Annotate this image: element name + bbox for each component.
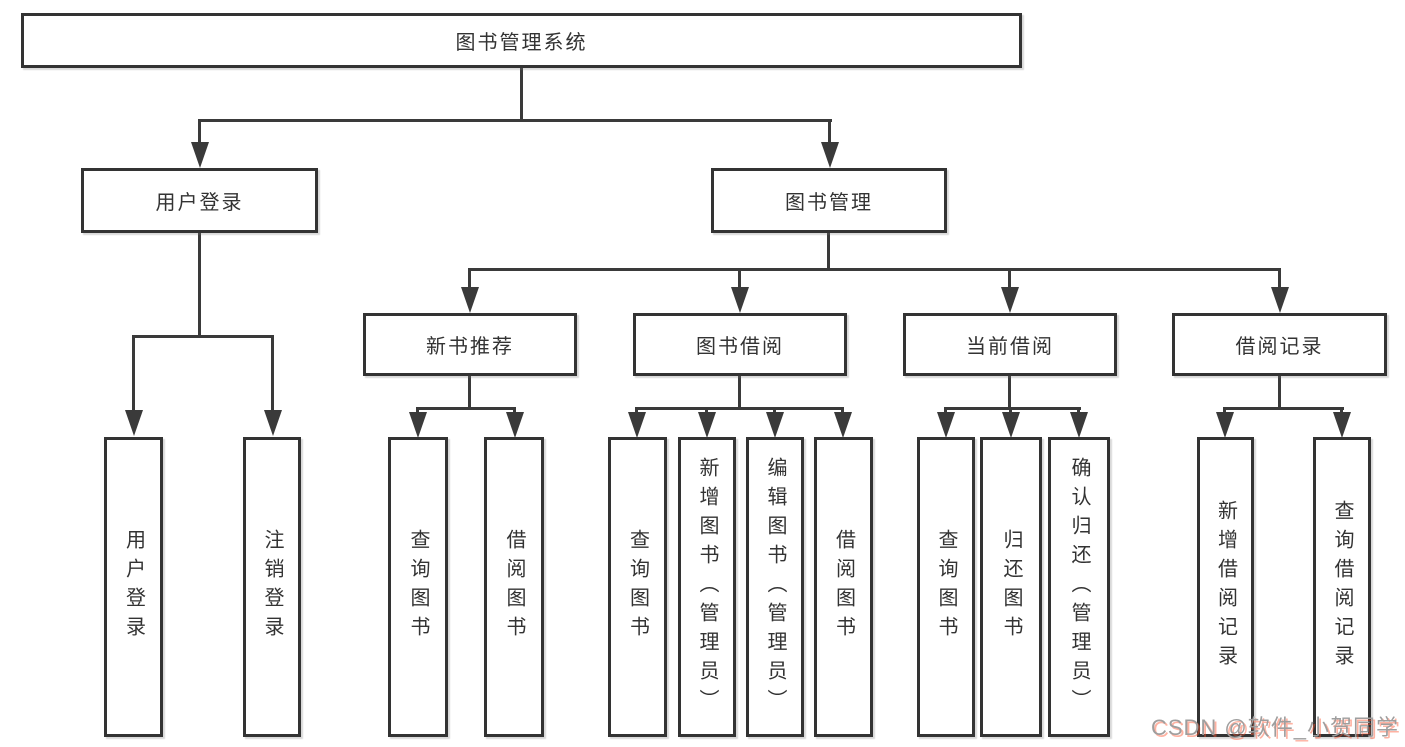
arrow-to-leaf-query-record [1332, 407, 1351, 438]
connector-borrow-records-stem [1278, 376, 1281, 409]
leaf-query-borrow-record-label: 查询借阅记录 [1331, 500, 1353, 674]
leaf-logout: 注销登录 [243, 437, 301, 737]
leaf-add-books-admin-label: 新增图书（管理员） [696, 456, 718, 718]
leaf-borrow-books-recommend-label: 借阅图书 [503, 529, 525, 645]
leaf-query-books-recommend: 查询图书 [388, 437, 448, 737]
leaf-query-borrow-record: 查询借阅记录 [1313, 437, 1371, 737]
leaf-query-books-recommend-label: 查询图书 [407, 529, 429, 645]
leaf-borrow-books-recommend: 借阅图书 [484, 437, 544, 737]
arrow-to-leaf-logout [263, 335, 282, 436]
leaf-add-borrow-record-label: 新增借阅记录 [1214, 500, 1237, 674]
node-book-management: 图书管理 [711, 168, 947, 233]
arrow-to-leaf-add-books [697, 407, 716, 438]
node-library-system: 图书管理系统 [21, 13, 1022, 68]
arrow-to-leaf-borrow-books-2 [833, 407, 852, 438]
leaf-edit-books-admin-label: 编辑图书（管理员） [764, 456, 786, 718]
leaf-borrow-books-borrowing: 借阅图书 [814, 437, 873, 737]
connector-user-login-stem [198, 233, 201, 337]
leaf-logout-label: 注销登录 [261, 529, 283, 645]
arrow-to-leaf-user-login [124, 335, 143, 436]
leaf-confirm-return-admin-label: 确认归还（管理员） [1068, 456, 1090, 718]
leaf-edit-books-admin: 编辑图书（管理员） [746, 437, 804, 737]
leaf-return-books: 归还图书 [980, 437, 1042, 737]
leaf-query-books-current: 查询图书 [917, 437, 975, 737]
arrow-to-borrow-records [1270, 268, 1289, 313]
arrow-to-leaf-query-books-3 [936, 407, 955, 438]
leaf-add-borrow-record: 新增借阅记录 [1197, 437, 1254, 737]
arrow-to-leaf-confirm-return [1069, 407, 1088, 438]
leaf-user-login: 用户登录 [104, 437, 163, 737]
connector-new-book-recommend-bar [416, 407, 516, 410]
connector-user-login-bar [132, 335, 274, 338]
leaf-add-books-admin: 新增图书（管理员） [678, 437, 736, 737]
node-borrow-records: 借阅记录 [1172, 313, 1387, 376]
arrow-to-leaf-return-books [1001, 407, 1020, 438]
arrow-to-leaf-add-record [1215, 407, 1234, 438]
csdn-watermark: CSDN @软件_小贺同学 [1150, 715, 1399, 740]
connector-book-borrowing-bar [635, 407, 844, 410]
arrow-to-leaf-query-books-2 [627, 407, 646, 438]
node-user-login: 用户登录 [81, 168, 318, 233]
leaf-confirm-return-admin: 确认归还（管理员） [1048, 437, 1110, 737]
arrow-to-user-login [190, 119, 209, 168]
connector-root-bar [198, 119, 832, 122]
arrow-to-leaf-edit-books [765, 407, 784, 438]
arrow-to-leaf-query-books-1 [408, 407, 427, 438]
node-new-book-recommend: 新书推荐 [363, 313, 577, 376]
connector-book-borrowing-stem [738, 376, 741, 409]
arrow-to-book-management [820, 119, 839, 168]
leaf-user-login-label: 用户登录 [122, 529, 145, 645]
arrow-to-leaf-borrow-books-1 [505, 407, 524, 438]
connector-root-stem [520, 68, 523, 121]
leaf-borrow-books-borrowing-label: 借阅图书 [832, 529, 855, 645]
node-current-borrowing: 当前借阅 [903, 313, 1117, 376]
leaf-return-books-label: 归还图书 [1000, 529, 1022, 645]
arrow-to-new-book-recommend [460, 268, 479, 313]
leaf-query-books-borrowing-label: 查询图书 [626, 529, 649, 645]
connector-current-borrowing-bar [944, 407, 1081, 410]
connector-borrow-records-bar [1223, 407, 1344, 410]
connector-book-management-stem [827, 233, 830, 270]
arrow-to-book-borrowing [730, 268, 749, 313]
node-book-borrowing: 图书借阅 [633, 313, 847, 376]
leaf-query-books-current-label: 查询图书 [935, 529, 957, 645]
leaf-query-books-borrowing: 查询图书 [608, 437, 667, 737]
connector-new-book-recommend-stem [468, 376, 471, 409]
connector-book-management-bar [468, 268, 1281, 271]
connector-current-borrowing-stem [1008, 376, 1011, 409]
arrow-to-current-borrowing [1000, 268, 1019, 313]
